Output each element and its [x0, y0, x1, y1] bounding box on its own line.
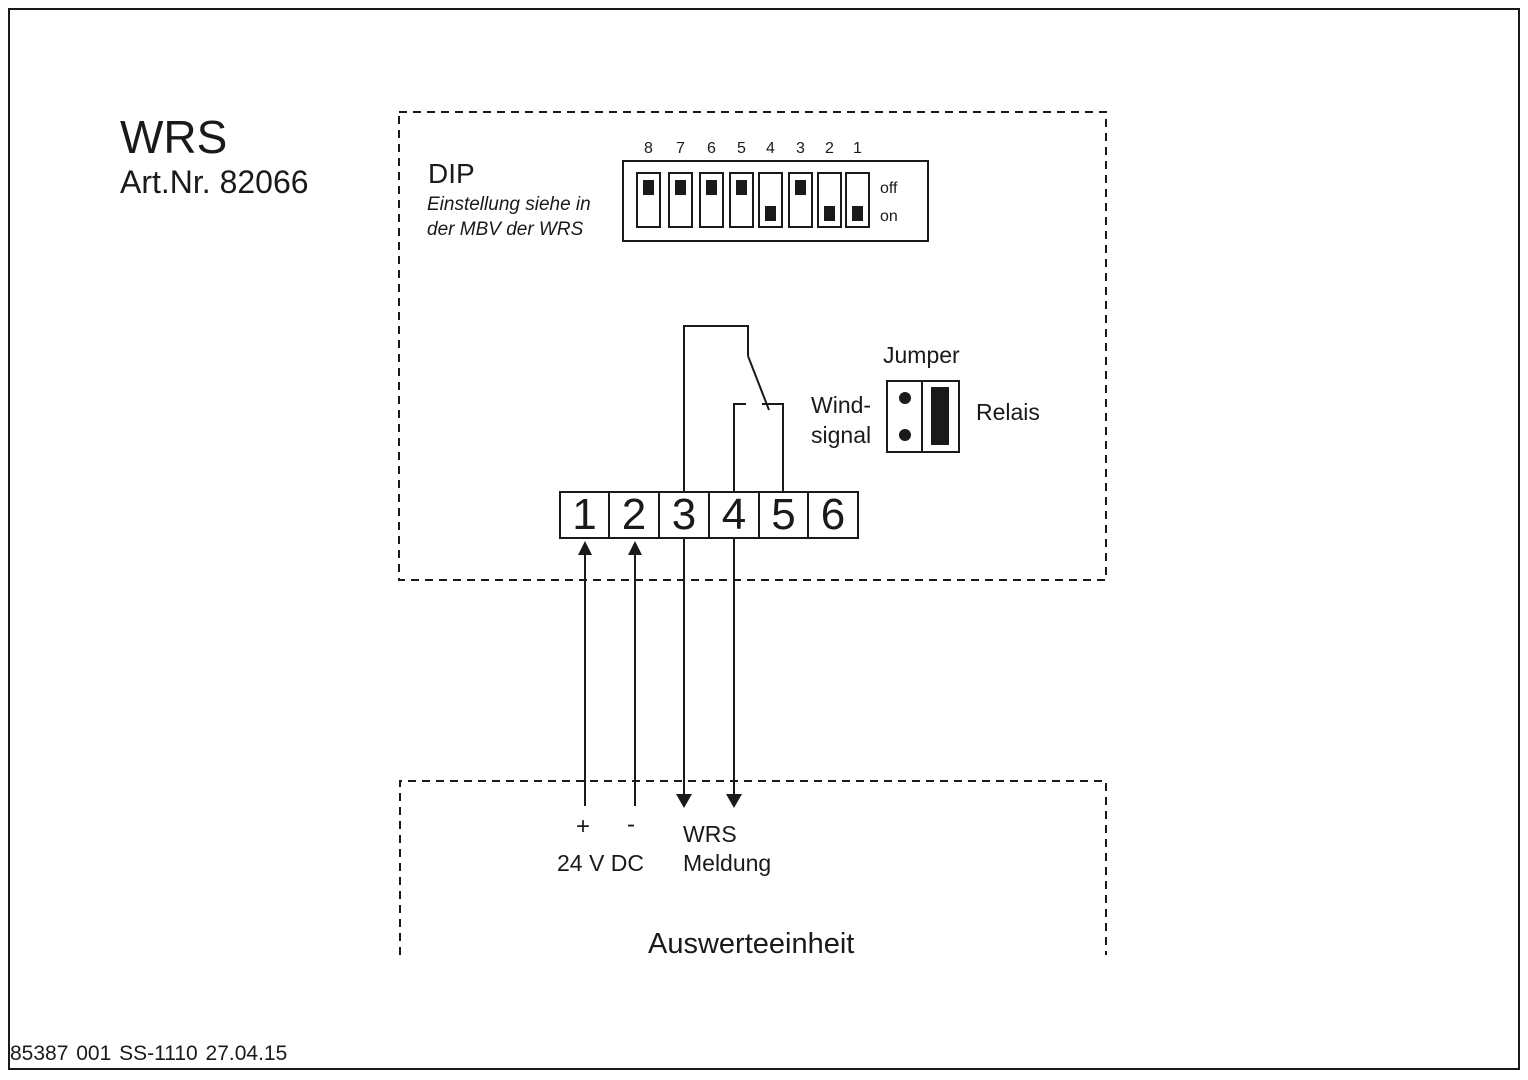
dip-state-on: on	[880, 208, 898, 225]
dip-note-line-1: Einstellung siehe in	[427, 194, 591, 215]
dip-switch-5	[729, 172, 754, 228]
jumper-block	[886, 380, 960, 453]
relais-label: Relais	[976, 399, 1040, 425]
jumper-pin-1	[899, 392, 911, 404]
dip-note-line-2: der MBV der WRS	[427, 219, 584, 240]
dip-switch-8	[636, 172, 661, 228]
arrow-up-terminal-2	[628, 541, 642, 555]
dip-number-4: 4	[766, 140, 775, 157]
dip-switch-3-knob	[795, 180, 806, 195]
dip-switch-7-knob	[675, 180, 686, 195]
dip-number-8: 8	[644, 140, 653, 157]
device-box	[398, 111, 1107, 581]
dip-number-3: 3	[796, 140, 805, 157]
terminal-1: 1	[559, 490, 610, 539]
signal-label-line-2: Meldung	[683, 850, 772, 876]
arrow-down-terminal-4	[726, 794, 742, 808]
dip-number-7: 7	[676, 140, 685, 157]
windsignal-label-line-1: Wind-	[811, 392, 872, 418]
evaluation-unit-label: Auswerteeinheit	[648, 928, 855, 960]
relay-contact-wire-4	[733, 403, 746, 491]
jumper-bridge	[931, 387, 949, 445]
signal-label-line-1: WRS	[683, 821, 737, 847]
dip-switch-2	[817, 172, 842, 228]
relay-switch-blade	[747, 355, 770, 411]
dip-switch-1-knob	[852, 206, 863, 221]
minus-sign: -	[627, 811, 635, 838]
dip-switch-2-knob	[824, 206, 835, 221]
evaluation-unit-box	[399, 780, 1107, 955]
dip-number-2: 2	[825, 140, 834, 157]
device-title: WRS	[120, 111, 228, 163]
terminal-4: 4	[708, 490, 760, 539]
dip-switch-8-knob	[643, 180, 654, 195]
terminal-5: 5	[758, 490, 809, 539]
terminal-2: 2	[608, 490, 660, 539]
dip-number-5: 5	[737, 140, 746, 157]
dip-number-6: 6	[707, 140, 716, 157]
dip-switch-array	[636, 172, 870, 228]
jumper-label: Jumper	[883, 342, 960, 368]
terminal-3: 3	[658, 490, 710, 539]
dip-label: DIP	[428, 158, 475, 189]
dip-switch-6	[699, 172, 724, 228]
plus-sign: +	[576, 813, 591, 840]
dip-switch-3	[788, 172, 813, 228]
dip-switch-4-knob	[765, 206, 776, 221]
dip-switch-4	[758, 172, 783, 228]
dip-number-1: 1	[853, 140, 862, 157]
dip-switch-housing	[622, 160, 929, 242]
relay-contact-wire-5	[762, 403, 784, 491]
dip-switch-7	[668, 172, 693, 228]
dip-switch-6-knob	[706, 180, 717, 195]
arrow-down-terminal-3	[676, 794, 692, 808]
windsignal-label-line-2: signal	[811, 422, 872, 448]
terminal-6: 6	[807, 490, 859, 539]
supply-label: 24 V DC	[557, 850, 644, 876]
footer-reference: 85387 001 SS-1110 27.04.15	[10, 1042, 288, 1065]
arrow-up-terminal-1	[578, 541, 592, 555]
dip-state-off: off	[880, 180, 898, 197]
relay-common-wire	[683, 325, 749, 491]
drawing-frame	[8, 8, 1520, 1070]
article-number: Art.Nr. 82066	[120, 164, 309, 200]
jumper-pin-2	[899, 429, 911, 441]
dip-switch-1	[845, 172, 870, 228]
dip-switch-5-knob	[736, 180, 747, 195]
